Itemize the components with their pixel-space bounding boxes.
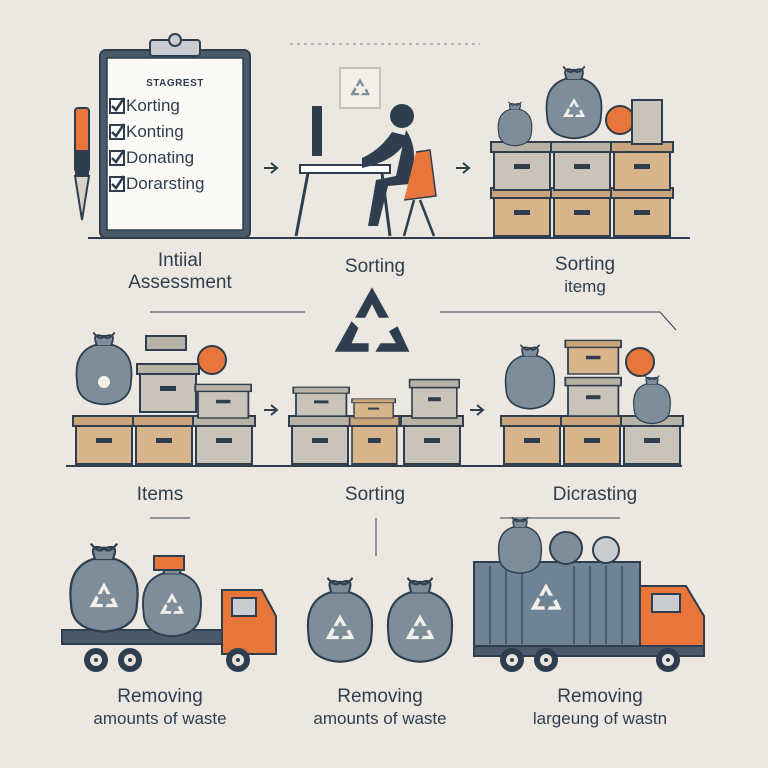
arrow-right-icon — [456, 162, 471, 174]
arrow-right-icon — [470, 404, 485, 416]
step-label-discarding: Dicrasting — [552, 484, 638, 505]
items-stack-icon — [72, 331, 256, 465]
step-label-removing-detail: amounts of waste — [93, 709, 227, 728]
step-label-removing: Removing — [117, 686, 203, 707]
container-truck-icon — [473, 516, 705, 672]
desk-worker-icon — [294, 67, 437, 237]
clipboard-title: STAGREST — [146, 78, 204, 89]
checkbox-icon — [109, 97, 126, 192]
box-stack-icon — [490, 65, 674, 237]
step-label-removing: Removing — [557, 686, 643, 707]
discarding-stack-icon — [500, 339, 684, 465]
recycle-icon — [334, 287, 410, 352]
arrow-right-icon — [264, 162, 279, 174]
checklist-item: Korting — [126, 96, 180, 115]
pencil-icon — [73, 107, 91, 221]
step-label-sorting-items: Sorting — [554, 254, 616, 275]
step-label-removing-detail: amounts of waste — [313, 709, 447, 728]
step-label-sorting: Sorting — [344, 256, 406, 277]
step-label-removing: Removing — [337, 686, 423, 707]
step-label-sorting: Sorting — [344, 484, 406, 505]
connector-line — [440, 311, 677, 331]
clipboard-icon — [99, 33, 251, 239]
step-label-items: Items — [136, 484, 184, 505]
step-label-initial: Intiial — [157, 250, 203, 271]
trash-bag-icon — [69, 542, 202, 638]
checklist-item: Konting — [126, 122, 184, 141]
connector-line — [150, 517, 620, 556]
step-label-items: itemg — [564, 277, 606, 296]
arrow-right-icon — [264, 404, 279, 416]
step-label-removing-detail: largeung of wastn — [532, 709, 668, 728]
checklist-item: Dorarsting — [126, 174, 205, 193]
sorting-boxes-icon — [288, 378, 464, 465]
trash-bag-icon — [306, 576, 454, 663]
step-label-assessment: Assessment — [128, 272, 232, 293]
checklist-item: Donating — [126, 148, 195, 167]
